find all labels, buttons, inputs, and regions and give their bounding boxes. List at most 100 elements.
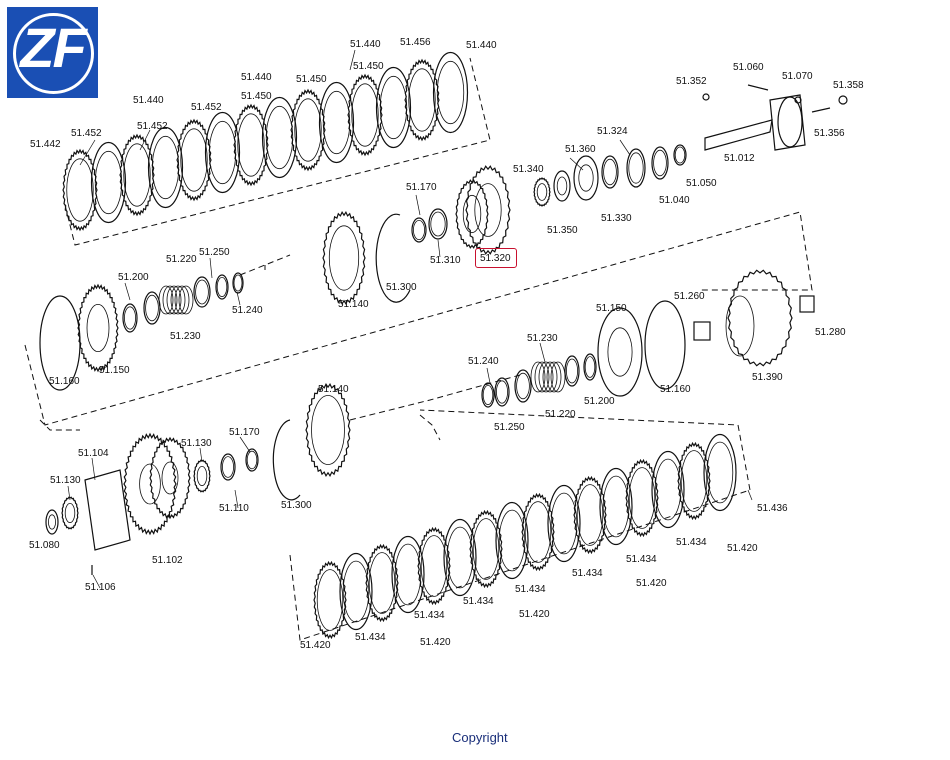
part-label[interactable]: 51.390	[752, 372, 783, 383]
part-label[interactable]: 51.420	[519, 609, 550, 620]
drum-hub	[725, 295, 755, 357]
spring-coil	[546, 361, 562, 393]
part-label[interactable]: 51.324	[597, 126, 628, 137]
part-labels: 51.440 51.456 51.440 51.450 51.450 51.44…	[29, 37, 864, 651]
part-label[interactable]: 51.352	[676, 76, 707, 87]
part-label[interactable]: 51.040	[659, 195, 690, 206]
part-label[interactable]: 51.434	[463, 596, 494, 607]
spring-coil	[538, 361, 554, 393]
part-label[interactable]: 51.106	[85, 582, 116, 593]
part-label[interactable]: 51.434	[414, 610, 445, 621]
spring-coil	[158, 285, 174, 315]
part-label[interactable]: 51.434	[626, 554, 657, 565]
part-label[interactable]: 51.440	[350, 39, 381, 50]
part-label[interactable]: 51.250	[199, 247, 230, 258]
part-label[interactable]: 51.200	[118, 272, 149, 283]
disc-inner-edge	[328, 225, 360, 291]
part-label[interactable]: 51.300	[386, 282, 417, 293]
ring-inner-edge	[516, 372, 530, 400]
disc-inner-edge	[578, 164, 594, 192]
part-label[interactable]: 51.434	[572, 568, 603, 579]
part-label[interactable]: 51.070	[782, 71, 813, 82]
dashed-assembly-outline	[64, 57, 491, 246]
part-label[interactable]: 51.110	[219, 503, 249, 514]
part-label[interactable]: 51.450	[353, 61, 384, 72]
part-label[interactable]: 51.450	[296, 74, 327, 85]
flange-plate	[84, 469, 131, 551]
part-label[interactable]: 51.310	[430, 255, 461, 266]
part-label[interactable]: 51.080	[29, 540, 60, 551]
part-label[interactable]: 51.230	[170, 331, 201, 342]
part-label[interactable]: 51.442	[30, 139, 61, 150]
dashed-assembly-outline	[24, 211, 813, 426]
part-label[interactable]: 51.340	[513, 164, 544, 175]
part-label[interactable]: 51.434	[515, 584, 546, 595]
part-label[interactable]: 51.102	[152, 555, 183, 566]
part-label[interactable]: 51.356	[814, 128, 845, 139]
leader-line	[124, 282, 131, 301]
part-label[interactable]: 51.104	[78, 448, 109, 459]
snap-ring	[583, 353, 597, 381]
pin	[811, 107, 831, 113]
snap-ring	[644, 300, 686, 390]
part-label[interactable]: 51.320	[480, 253, 511, 264]
part-label[interactable]: 51.160	[49, 376, 80, 387]
part-label[interactable]: 51.160	[660, 384, 691, 395]
part-label[interactable]: 51.240	[232, 305, 263, 316]
part-label[interactable]: 51.420	[420, 637, 451, 648]
disc-inner-edge	[654, 458, 682, 521]
part-label[interactable]: 51.130	[181, 438, 212, 449]
part-label[interactable]: 51.200	[584, 396, 615, 407]
part-label[interactable]: 51.350	[547, 225, 578, 236]
part-label[interactable]: 51.150	[99, 365, 130, 376]
part-label[interactable]: 51.330	[601, 213, 632, 224]
part-label[interactable]: 51.452	[137, 121, 168, 132]
part-label[interactable]: 51.452	[191, 102, 222, 113]
part-label[interactable]: 51.150	[596, 303, 627, 314]
part-label[interactable]: 51.456	[400, 37, 431, 48]
part-label[interactable]: 51.230	[527, 333, 558, 344]
part-label[interactable]: 51.140	[338, 299, 369, 310]
disc-inner-edge	[123, 143, 151, 207]
disc-inner-edge	[94, 150, 123, 215]
part-label[interactable]: 51.440	[466, 40, 497, 51]
clutch-disc	[553, 170, 571, 202]
part-label[interactable]: 51.440	[133, 95, 164, 106]
part-label[interactable]: 51.220	[545, 409, 576, 420]
part-label[interactable]: 51.420	[300, 640, 331, 651]
clutch-disc	[404, 58, 440, 142]
ring-inner-edge	[195, 279, 209, 305]
part-label[interactable]: 51.452	[71, 128, 102, 139]
part-label[interactable]: 51.060	[733, 62, 764, 73]
part-label[interactable]: 51.280	[815, 327, 846, 338]
part-label[interactable]: 51.434	[676, 537, 707, 548]
disc-inner-edge	[161, 461, 179, 495]
leader-line	[91, 457, 96, 481]
part-label[interactable]: 51.358	[833, 80, 864, 91]
part-label[interactable]: 51.170	[229, 427, 260, 438]
part-label[interactable]: 51.130	[50, 475, 81, 486]
part-label[interactable]: 51.436	[757, 503, 788, 514]
part-label[interactable]: 51.420	[727, 543, 758, 554]
part-label[interactable]: 51.300	[281, 500, 312, 511]
part-label[interactable]: 51.360	[565, 144, 596, 155]
diagram-drawings	[24, 49, 848, 641]
bearing	[693, 321, 711, 341]
part-label[interactable]: 51.140	[318, 384, 349, 395]
part-label[interactable]: 51.260	[674, 291, 705, 302]
copyright-link[interactable]: Copyright	[452, 730, 508, 745]
part-label[interactable]: 51.220	[166, 254, 197, 265]
leader-line	[67, 485, 71, 501]
snap-ring	[481, 382, 495, 408]
part-label[interactable]: 51.250	[494, 422, 525, 433]
part-label[interactable]: 51.050	[686, 178, 717, 189]
part-label[interactable]: 51.170	[406, 182, 437, 193]
part-label[interactable]: 51.450	[241, 91, 272, 102]
part-label[interactable]: 51.012	[724, 153, 755, 164]
part-label[interactable]: 51.440	[241, 72, 272, 83]
clutch-disc	[261, 96, 298, 179]
part-label[interactable]: 51.434	[355, 632, 386, 643]
part-label[interactable]: 51.420	[636, 578, 667, 589]
leader-line	[236, 291, 241, 306]
part-label[interactable]: 51.240	[468, 356, 499, 367]
